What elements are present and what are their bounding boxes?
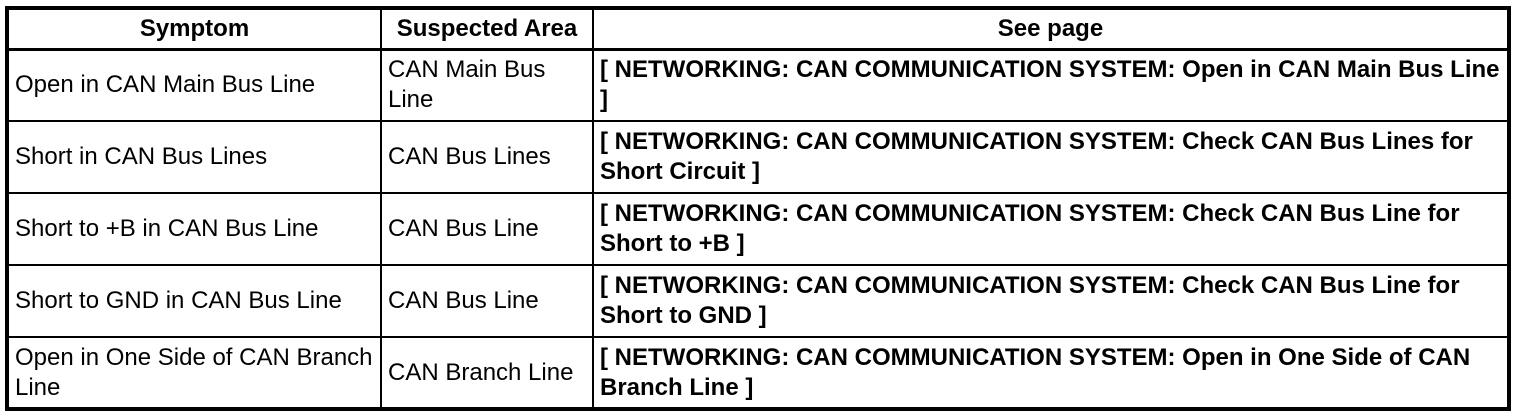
header-see-page: See page	[592, 7, 1510, 51]
header-row: Symptom Suspected Area See page	[6, 7, 1510, 51]
symptom-cell: Short in CAN Bus Lines	[6, 120, 382, 194]
header-suspected-area: Suspected Area	[380, 7, 594, 51]
suspected-area-cell: CAN Main Bus Line	[380, 48, 594, 122]
see-page-link[interactable]: [ NETWORKING: CAN COMMUNICATION SYSTEM: …	[592, 120, 1510, 194]
see-page-link[interactable]: [ NETWORKING: CAN COMMUNICATION SYSTEM: …	[592, 192, 1510, 266]
suspected-area-cell: CAN Bus Lines	[380, 120, 594, 194]
symptom-table: Symptom Suspected Area See page Open in …	[5, 6, 1511, 411]
table-row: Short to GND in CAN Bus Line CAN Bus Lin…	[6, 264, 1510, 338]
symptom-cell: Open in CAN Main Bus Line	[6, 48, 382, 122]
table-row: Open in CAN Main Bus Line CAN Main Bus L…	[6, 48, 1510, 122]
table-row: Open in One Side of CAN Branch Line CAN …	[6, 336, 1510, 410]
see-page-link[interactable]: [ NETWORKING: CAN COMMUNICATION SYSTEM: …	[592, 48, 1510, 122]
header-symptom: Symptom	[6, 7, 382, 51]
see-page-link[interactable]: [ NETWORKING: CAN COMMUNICATION SYSTEM: …	[592, 336, 1510, 410]
suspected-area-cell: CAN Bus Line	[380, 192, 594, 266]
symptom-cell: Short to +B in CAN Bus Line	[6, 192, 382, 266]
table-row: Short in CAN Bus Lines CAN Bus Lines [ N…	[6, 120, 1510, 194]
suspected-area-cell: CAN Bus Line	[380, 264, 594, 338]
symptom-cell: Short to GND in CAN Bus Line	[6, 264, 382, 338]
symptom-cell: Open in One Side of CAN Branch Line	[6, 336, 382, 410]
see-page-link[interactable]: [ NETWORKING: CAN COMMUNICATION SYSTEM: …	[592, 264, 1510, 338]
table-row: Short to +B in CAN Bus Line CAN Bus Line…	[6, 192, 1510, 266]
suspected-area-cell: CAN Branch Line	[380, 336, 594, 410]
